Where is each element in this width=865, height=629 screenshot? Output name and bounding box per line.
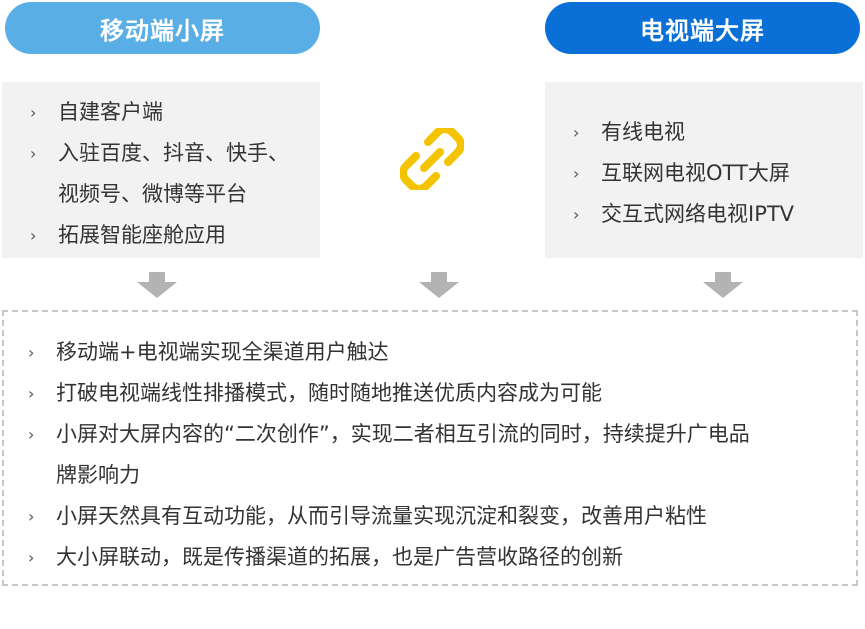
chevron-right-icon: › — [30, 103, 37, 122]
list-item-text: 牌影响力 — [56, 463, 140, 487]
chevron-right-icon: › — [28, 384, 35, 403]
list-item-text: 视频号、微博等平台 — [58, 182, 247, 206]
list-item-text: 移动端+电视端实现全渠道用户触达 — [56, 340, 389, 364]
list-item-text: 大小屏联动，既是传播渠道的拓展，也是广告营收路径的创新 — [56, 545, 623, 569]
list-item: › 互联网电视OTT大屏 — [573, 153, 794, 194]
summary-panel: › 移动端+电视端实现全渠道用户触达 › 打破电视端线性排播模式，随时随地推送优质内… — [2, 310, 858, 586]
tv-large-screen-header: 电视端大屏 — [545, 2, 860, 54]
list-item-text: 入驻百度、抖音、快手、 — [58, 141, 289, 165]
chevron-right-icon: › — [573, 123, 580, 142]
list-item: › 移动端+电视端实现全渠道用户触达 — [28, 332, 750, 373]
list-item-text: 小屏天然具有互动功能，从而引导流量实现沉淀和裂变，改善用户粘性 — [56, 504, 707, 528]
tv-features-panel: › 有线电视 › 互联网电视OTT大屏 › 交互式网络电视IPTV — [545, 82, 863, 258]
list-item: › 自建客户端 — [30, 92, 289, 133]
list-item: › 有线电视 — [573, 112, 794, 153]
list-item-text: 有线电视 — [601, 120, 685, 144]
chevron-right-icon: › — [28, 507, 35, 526]
list-item-text: 交互式网络电视IPTV — [601, 202, 795, 226]
list-item: › 交互式网络电视IPTV — [573, 194, 794, 235]
down-arrow-icon — [419, 272, 459, 298]
chevron-right-icon: › — [28, 343, 35, 362]
list-item: › 大小屏联动，既是传播渠道的拓展，也是广告营收路径的创新 — [28, 537, 750, 578]
list-item-continuation: 牌影响力 — [28, 455, 750, 496]
list-item: › 小屏天然具有互动功能，从而引导流量实现沉淀和裂变，改善用户粘性 — [28, 496, 750, 537]
chevron-right-icon: › — [573, 205, 580, 224]
mobile-features-panel: › 自建客户端 › 入驻百度、抖音、快手、 视频号、微博等平台 › 拓展智能座舱应用 — [2, 82, 320, 258]
mobile-small-screen-header: 移动端小屏 — [5, 2, 320, 54]
list-item: › 入驻百度、抖音、快手、 — [30, 133, 289, 174]
list-item-text: 打破电视端线性排播模式，随时随地推送优质内容成为可能 — [56, 381, 602, 405]
chevron-right-icon: › — [28, 548, 35, 567]
down-arrow-icon — [137, 272, 177, 298]
chevron-right-icon: › — [30, 226, 37, 245]
list-item-text: 自建客户端 — [58, 100, 163, 124]
down-arrow-icon — [703, 272, 743, 298]
chevron-right-icon: › — [30, 144, 37, 163]
list-item-text: 小屏对大屏内容的“二次创作”，实现二者相互引流的同时，持续提升广电品 — [56, 422, 750, 446]
list-item: › 打破电视端线性排播模式，随时随地推送优质内容成为可能 — [28, 373, 750, 414]
link-icon — [400, 128, 464, 190]
list-item: › 拓展智能座舱应用 — [30, 215, 289, 256]
list-item-text: 拓展智能座舱应用 — [58, 223, 226, 247]
list-item-continuation: 视频号、微博等平台 — [30, 174, 289, 215]
chevron-right-icon: › — [573, 164, 580, 183]
chevron-right-icon: › — [28, 425, 35, 444]
list-item: › 小屏对大屏内容的“二次创作”，实现二者相互引流的同时，持续提升广电品 — [28, 414, 750, 455]
list-item-text: 互联网电视OTT大屏 — [601, 161, 790, 185]
